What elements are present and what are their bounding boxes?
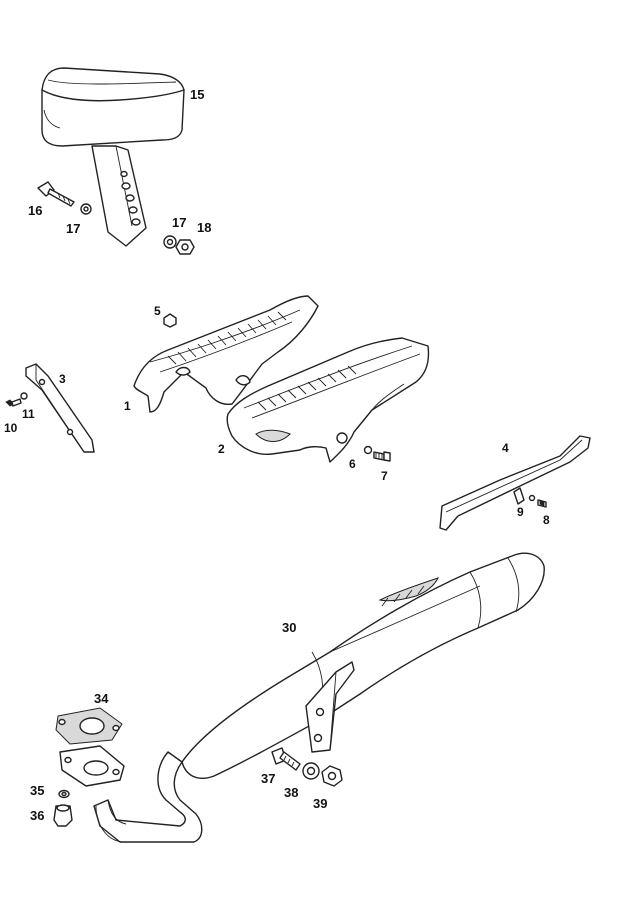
bolt-37: [271, 747, 301, 771]
backrest-assembly: 15 16 17 17 18: [28, 67, 211, 255]
screw-8-9: [528, 494, 547, 508]
footrest-assembly: 5 3 1 11 10 2 6 7 4 9 8: [4, 295, 591, 531]
washer-17-left: [80, 203, 92, 215]
callout-38: 38: [284, 785, 298, 800]
callout-39: 39: [313, 796, 327, 811]
callout-9: 9: [517, 505, 524, 519]
footboard-right-ribs: [257, 365, 357, 411]
footboard-left: [133, 295, 319, 413]
callout-18: 18: [197, 220, 211, 235]
washer-35: [58, 789, 70, 799]
callout-10: 10: [4, 421, 18, 435]
callout-17-left: 17: [66, 221, 80, 236]
backrest-post: [91, 145, 147, 247]
callout-15: 15: [190, 87, 204, 102]
backrest-cushion: [41, 67, 185, 147]
muffler-mount-bracket: [305, 661, 355, 753]
bracket-3: [25, 363, 95, 453]
nut-18: [175, 239, 195, 255]
bolt-16: [37, 181, 75, 207]
callout-4: 4: [502, 441, 509, 455]
callout-2: 2: [218, 442, 225, 456]
callout-7: 7: [381, 469, 388, 483]
bracket-4: [439, 435, 591, 531]
exhaust-flange: [59, 745, 125, 787]
nut-5: [163, 313, 177, 328]
washer-17-right: [163, 235, 177, 249]
callout-35: 35: [30, 783, 44, 798]
callout-11: 11: [22, 407, 35, 421]
screw-6-7: [363, 445, 391, 462]
callout-1: 1: [124, 399, 131, 413]
footboard-right: [226, 337, 430, 463]
nut-36: [53, 804, 73, 827]
exhaust-assembly: 30 34 35 36 37 38 39: [30, 552, 545, 843]
callout-3: 3: [59, 372, 66, 386]
callout-17-right: 17: [172, 215, 186, 230]
muffler: [181, 552, 545, 780]
callout-36: 36: [30, 808, 44, 823]
callout-34: 34: [94, 691, 109, 706]
screw-10-11: [5, 392, 28, 407]
washer-38: [302, 762, 320, 780]
callout-16: 16: [28, 203, 42, 218]
gasket-34: [55, 707, 123, 745]
callout-30: 30: [282, 620, 296, 635]
callout-5: 5: [154, 304, 161, 318]
footboard-left-ribs: [167, 311, 287, 365]
head-pipe: [93, 751, 203, 843]
callout-6: 6: [349, 457, 356, 471]
callout-8: 8: [543, 513, 550, 527]
nut-39: [321, 765, 343, 787]
callout-37: 37: [261, 771, 275, 786]
